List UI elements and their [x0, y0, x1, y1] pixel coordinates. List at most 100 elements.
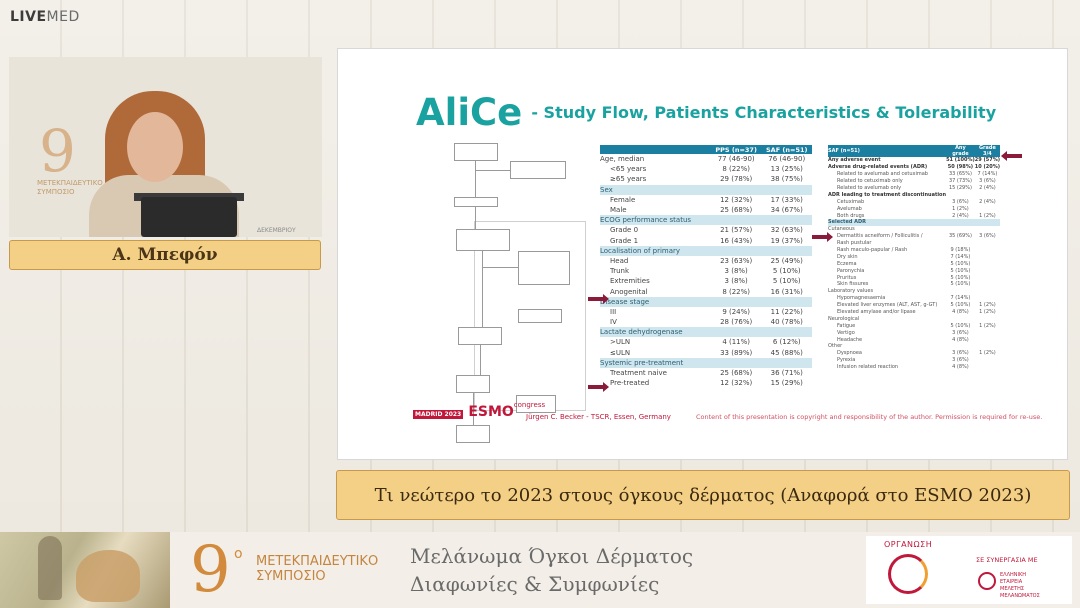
banner-title-line1: Μελάνωμα Όγκοι Δέρματος [410, 544, 694, 568]
row-label: Fatigue [837, 322, 856, 329]
event-banner: 9 ο ΜΕΤΕΚΠΑΙΔΕΥΤΙΚΟ ΣΥΜΠΟΣΙΟ Μελάνωμα Όγ… [0, 532, 1080, 608]
row-label: Female [610, 195, 636, 204]
row-value: 32 (63%) [770, 226, 803, 235]
row-value: 76 (46-90) [768, 155, 806, 164]
partner-line2: ΕΤΑΙΡΕΙΑ [1000, 579, 1023, 585]
row-value [975, 336, 1000, 343]
row-value: 17 (33%) [770, 195, 803, 204]
row-value: 7 (14%) [950, 253, 971, 260]
study-flow-diagram [446, 141, 586, 443]
row-value: 2 (4%) [952, 212, 969, 219]
row-value: 29 (57%) [974, 157, 1001, 164]
row-value: 7 (14%) [950, 295, 971, 302]
row-label: Hypomagnesaemia [837, 295, 886, 302]
row-value [974, 219, 1001, 226]
row-value: 6 (12%) [772, 338, 801, 347]
row-value [975, 343, 1000, 350]
row-value [946, 219, 975, 226]
row-value: 2 (4%) [979, 185, 996, 191]
row-label: Neurological [828, 315, 860, 322]
row-label: Related to avelumab only [837, 185, 902, 191]
row-label: Trunk [610, 267, 630, 276]
highlight-arrow-ecog [812, 232, 833, 242]
row-value [946, 315, 975, 322]
row-value: 5 (10%) [950, 322, 971, 329]
row-value [946, 288, 975, 295]
t1-header-0 [600, 145, 711, 154]
row-label: Avelumab [837, 205, 862, 212]
row-value [710, 245, 762, 256]
row-value [710, 327, 762, 338]
table-row: Systemic pre-treatment [600, 357, 812, 368]
row-value: 29 (78%) [720, 175, 753, 184]
row-value: 1 (2%) [979, 302, 996, 309]
row-label: Both drugs [837, 212, 865, 219]
banner-painting [0, 532, 170, 608]
row-value: 25 (68%) [720, 369, 753, 378]
row-value: 9 (24%) [722, 307, 751, 316]
cooperation-label: ΣΕ ΣΥΝΕΡΓΑΣΙΑ ΜΕ [976, 556, 1038, 564]
esmo-congress-logo: MADRID 2023 ESMOcongress [413, 401, 545, 420]
table-row: Rash pustular [828, 240, 1000, 247]
row-value: 33 (89%) [720, 348, 753, 357]
talk-caption-bar: Τι νεώτερο το 2023 στους όγκους δέρματος… [336, 470, 1070, 520]
row-value [975, 247, 1000, 254]
row-value: 3 (8%) [724, 277, 748, 286]
row-label: Rash maculo-papular / Rash [837, 247, 908, 254]
row-label: Dermatitis acneiform / Folliculitis / [837, 233, 923, 240]
row-value: 16 (43%) [720, 236, 753, 245]
row-value: 4 (8%) [952, 364, 969, 371]
row-value [761, 357, 812, 368]
flow-box [458, 327, 502, 345]
row-label: Cetuximab [837, 198, 865, 205]
row-value: 51 (100%) [946, 157, 975, 164]
slide-title: AliCe - Study Flow, Patients Characteris… [416, 91, 996, 134]
row-label: Rash pustular [837, 240, 872, 247]
organizer-logo-icon [888, 554, 928, 594]
row-value: 3 (6%) [952, 357, 969, 364]
row-value: 25 (68%) [720, 206, 753, 215]
partner-logo-icon [978, 572, 996, 590]
row-value: 8 (22%) [722, 287, 751, 296]
row-value [975, 260, 1000, 267]
row-value: 3 (8%) [724, 267, 748, 276]
table-row: Localisation of primary [600, 245, 812, 256]
row-value: 50 (98%) [947, 164, 974, 171]
row-label: Eczema [837, 260, 857, 267]
row-value: 3 (6%) [979, 233, 996, 240]
table-row: Cutaneous [828, 226, 1000, 233]
partner-name: ΕΛΛΗΝΙΚΗ ΕΤΑΙΡΕΙΑ ΜΕΛΕΤΗΣ ΜΕΛΑΝΩΜΑΤΟΣ [1000, 572, 1040, 600]
t1-header-2: SAF (n=51) [761, 145, 812, 154]
row-label: ≥65 years [610, 175, 647, 184]
table-row: Selected ADR [828, 219, 1001, 226]
highlight-arrow-treatment-naive [588, 382, 609, 392]
row-value [975, 191, 1000, 198]
row-value: 3 (6%) [979, 178, 996, 185]
table-row: Lactate dehydrogenase [600, 327, 812, 338]
row-value: 5 (10%) [772, 267, 801, 276]
table-row: Sex [600, 184, 812, 195]
speaker-name-bar: Α. Μπεφόν [9, 240, 321, 270]
partner-line1: ΕΛΛΗΝΙΚΗ [1000, 572, 1027, 578]
row-label: Elevated amylase and/or lipase [837, 309, 916, 316]
row-value: 3 (6%) [952, 329, 969, 336]
row-value: 8 (22%) [722, 165, 751, 174]
row-value: 77 (46-90) [717, 155, 755, 164]
row-value: 2 (4%) [979, 198, 996, 205]
row-value: 3 (6%) [952, 350, 969, 357]
row-value: 10 (20%) [974, 164, 1001, 171]
row-value: 4 (8%) [952, 336, 969, 343]
row-value: 38 (75%) [770, 175, 803, 184]
row-value [710, 215, 762, 226]
